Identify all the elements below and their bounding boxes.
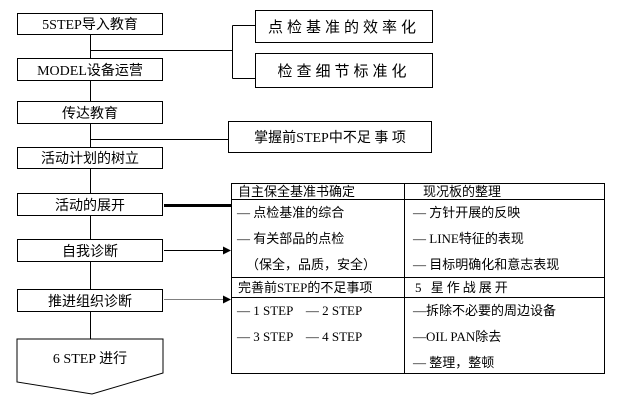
table-header-status-board: 现况板的整理 (405, 184, 604, 200)
table-item: — 3 STEP — 4 STEP (237, 329, 363, 344)
callout-inspection-efficiency: 点检基准的效率化 (255, 10, 433, 43)
flow-step-self-diagnosis: 自我诊断 (17, 239, 163, 262)
table-cell-step-list: — 1 STEP — 2 STEP — 3 STEP — 4 STEP (232, 298, 405, 373)
callout-check-standardization: 检查细节标准化 (255, 53, 433, 88)
table-cell-status-board-items: — 方针开展的反映 — LINE特征的表现 — 目标明确化和意志表现 (405, 200, 604, 278)
table-header-five-star: 5 星作战展开 (405, 278, 604, 298)
table-item: — 目标明确化和意志表现 (413, 257, 560, 272)
final-step-pentagon (16, 338, 164, 395)
table-header-improve-prev-step: 完善前STEP的不足事项 (232, 278, 405, 298)
flow-step-activity-plan: 活动计划的树立 (17, 147, 163, 169)
table-header-standard-book: 自主保全基准书确定 (232, 184, 405, 200)
flow-step-intro-education: 5STEP导入教育 (17, 13, 163, 35)
table-item: — 点检基准的综合 (237, 205, 345, 220)
bracket-top-callouts (90, 25, 256, 79)
table-item: （保全，品质，安全） (246, 257, 377, 272)
arrow-self-diagnosis (164, 246, 231, 255)
final-step-label: 6 STEP 进行 (52, 352, 128, 367)
table-cell-five-star-items: —拆除不必要的周边设备 —OIL PAN除去 — 整理，整顿 (405, 298, 604, 373)
arrow-org-diagnosis (164, 295, 231, 304)
table-item: —OIL PAN除去 (413, 329, 502, 344)
table-item: — 整理，整顿 (413, 355, 495, 370)
table-item: —拆除不必要的周边设备 (413, 303, 557, 318)
table-item: — 方针开展的反映 (413, 205, 521, 220)
callout-grasp-shortcomings: 掌握前STEP中不足 事 项 (228, 121, 432, 153)
flow-step-model-equipment: MODEL设备运营 (17, 58, 163, 81)
table-item: — 有关部品的点检 (237, 231, 345, 246)
table-item: — 1 STEP — 2 STEP (237, 303, 363, 318)
flow-step-org-diagnosis: 推进组织诊断 (17, 289, 163, 312)
flow-step-relay-education: 传达教育 (17, 101, 163, 124)
flow-step-activity-deploy: 活动的展开 (17, 193, 163, 216)
table-cell-standard-book-items: — 点检基准的综合 — 有关部品的点检 （保全，品质，安全） (232, 200, 405, 278)
detail-table: 自主保全基准书确定 现况板的整理 — 点检基准的综合 — 有关部品的点检 （保全… (231, 183, 605, 374)
table-item: — LINE特征的表现 (413, 231, 524, 246)
